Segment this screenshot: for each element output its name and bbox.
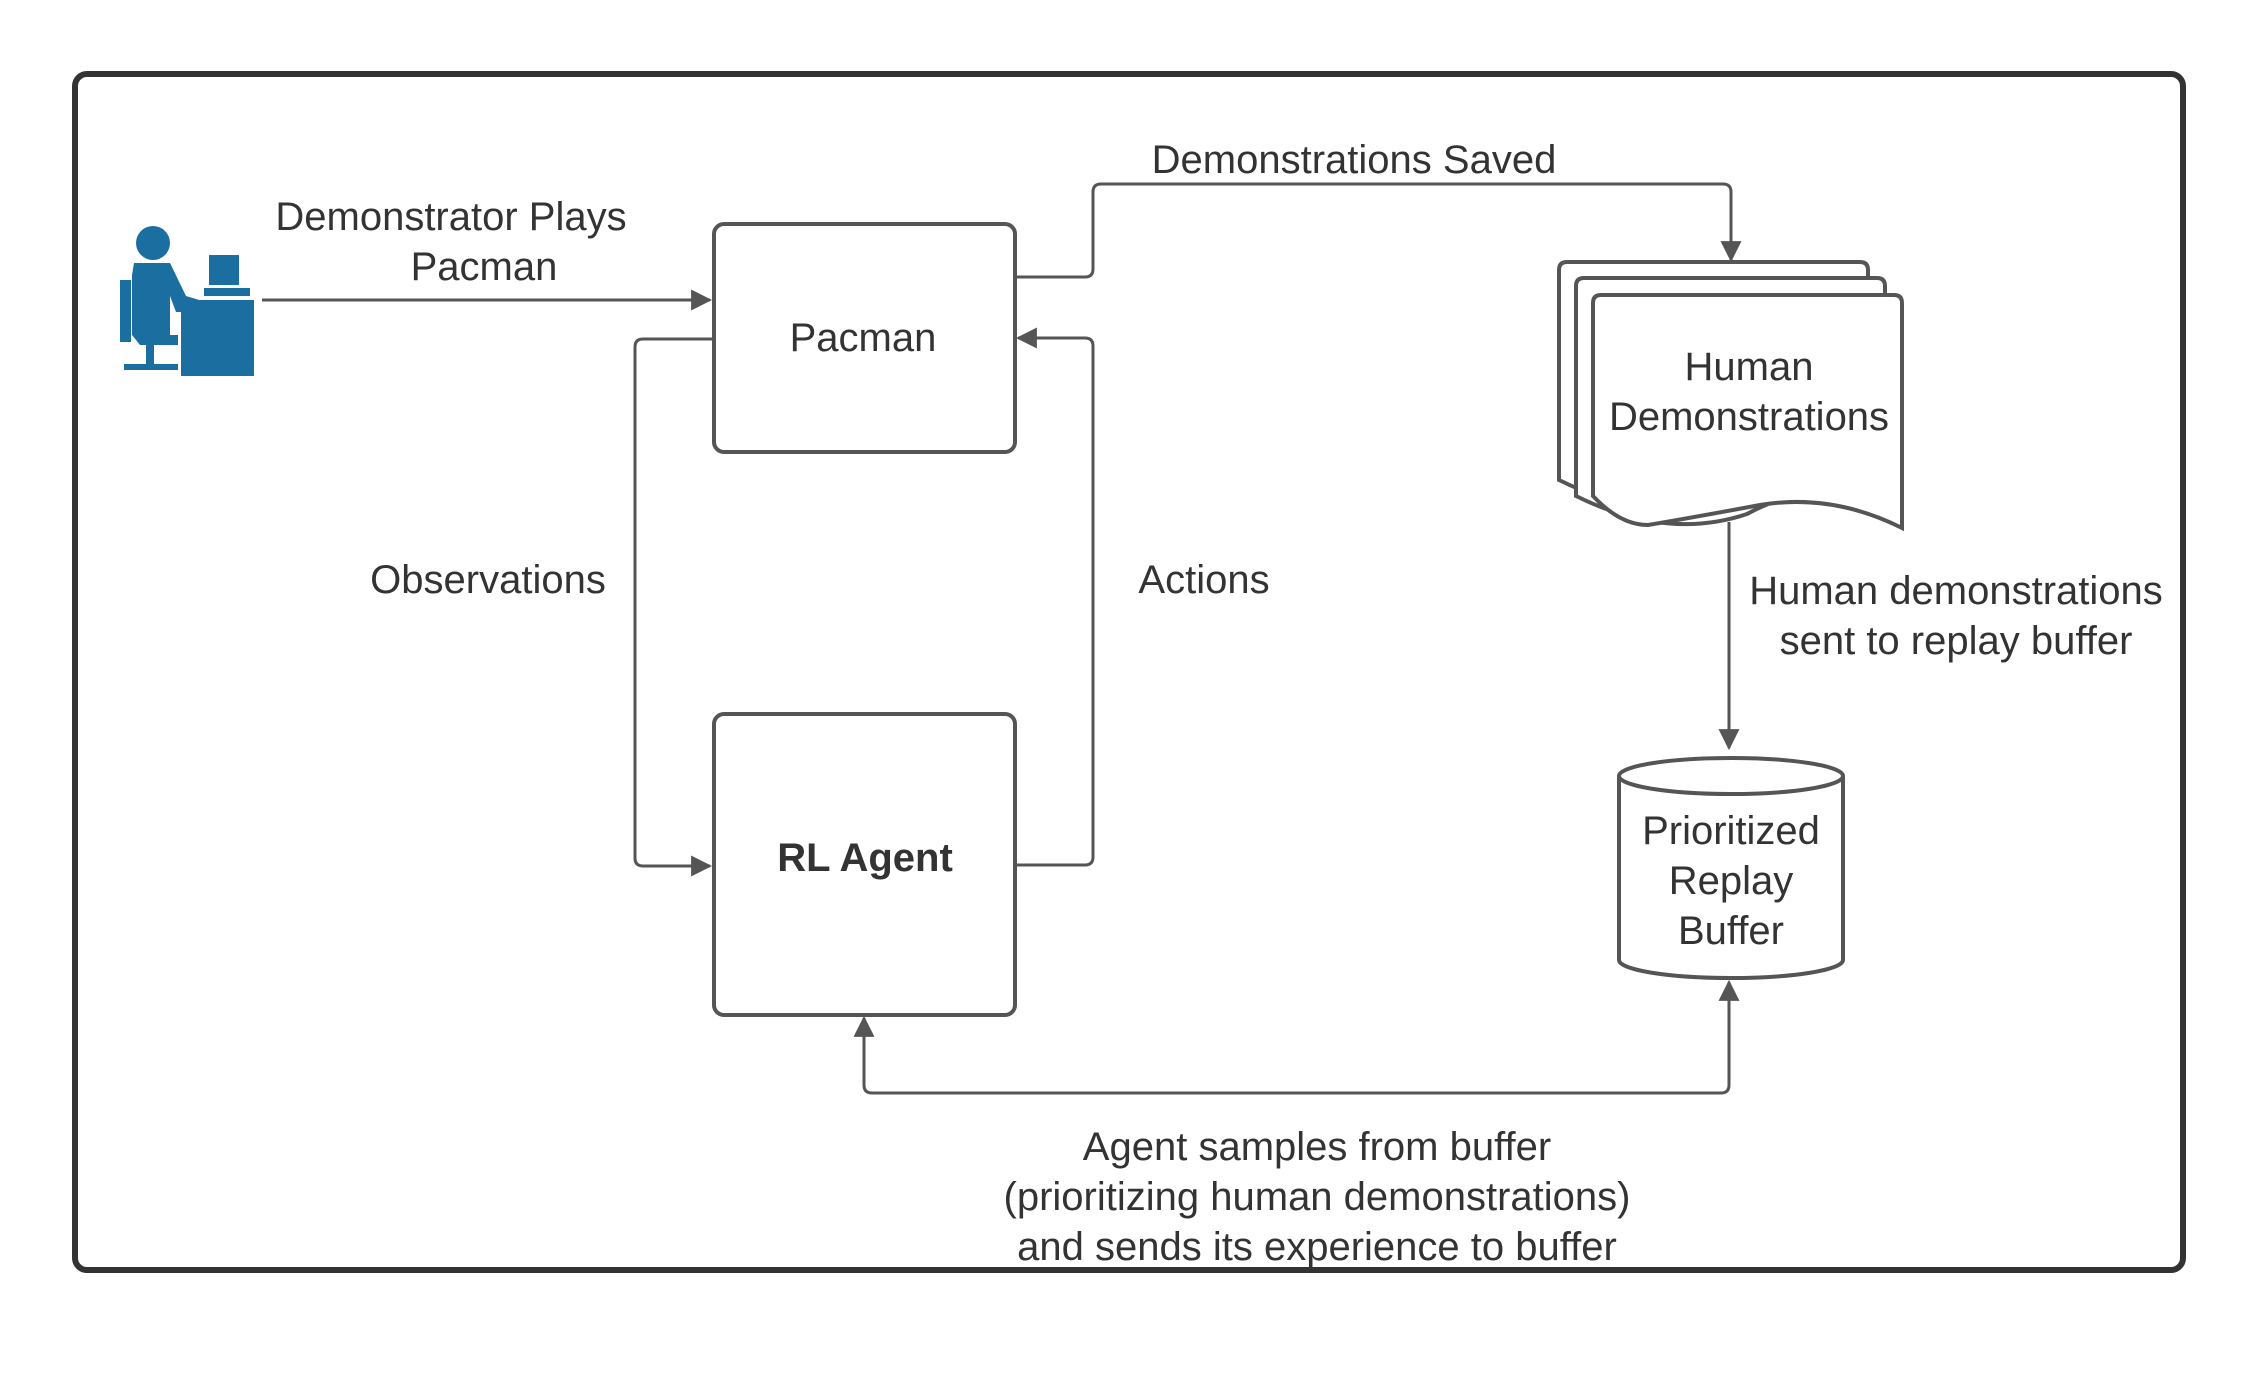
demonstrations-saved-arrow	[1016, 182, 1742, 279]
agent-samples-arrow	[853, 979, 1740, 1095]
demonstrator-plays-label-line1: Demonstrator Plays	[275, 195, 626, 239]
replay-buffer-label-line1: Prioritized	[1642, 809, 1820, 853]
pacman-label: Pacman	[790, 316, 937, 360]
sent-to-buffer-label-line2: sent to replay buffer	[1780, 619, 2133, 663]
pacman-node	[712, 222, 1017, 454]
actions-label: Actions	[1138, 558, 1269, 602]
replay-buffer-node: Prioritized Replay Buffer	[1617, 756, 1845, 980]
human-demonstrations-label-line1: Human	[1685, 345, 1814, 389]
agent-samples-label-line1: Agent samples from buffer	[1083, 1125, 1551, 1169]
human-demonstrations-label-line2: Demonstrations	[1609, 395, 1889, 439]
replay-buffer-label-line3: Buffer	[1678, 909, 1784, 953]
rl-agent-node	[712, 712, 1017, 1017]
sent-to-buffer-label-line1: Human demonstrations	[1749, 569, 2163, 613]
actions-arrow	[1015, 327, 1095, 867]
person-at-computer-icon	[120, 226, 254, 376]
observations-label: Observations	[370, 558, 606, 602]
demonstrator-plays-label-line2: Pacman	[411, 245, 558, 289]
demonstrations-saved-label: Demonstrations Saved	[1152, 138, 1557, 182]
agent-samples-label-line3: and sends its experience to buffer	[1017, 1225, 1617, 1269]
agent-samples-label-line2: (prioritizing human demonstrations)	[1004, 1175, 1631, 1219]
replay-buffer-label-line2: Replay	[1669, 859, 1794, 903]
observations-arrow	[633, 337, 713, 877]
outer-frame	[72, 71, 2186, 1273]
rl-agent-label: RL Agent	[777, 836, 953, 880]
human-demonstrations-node: Human Demonstrations	[1557, 260, 1904, 532]
